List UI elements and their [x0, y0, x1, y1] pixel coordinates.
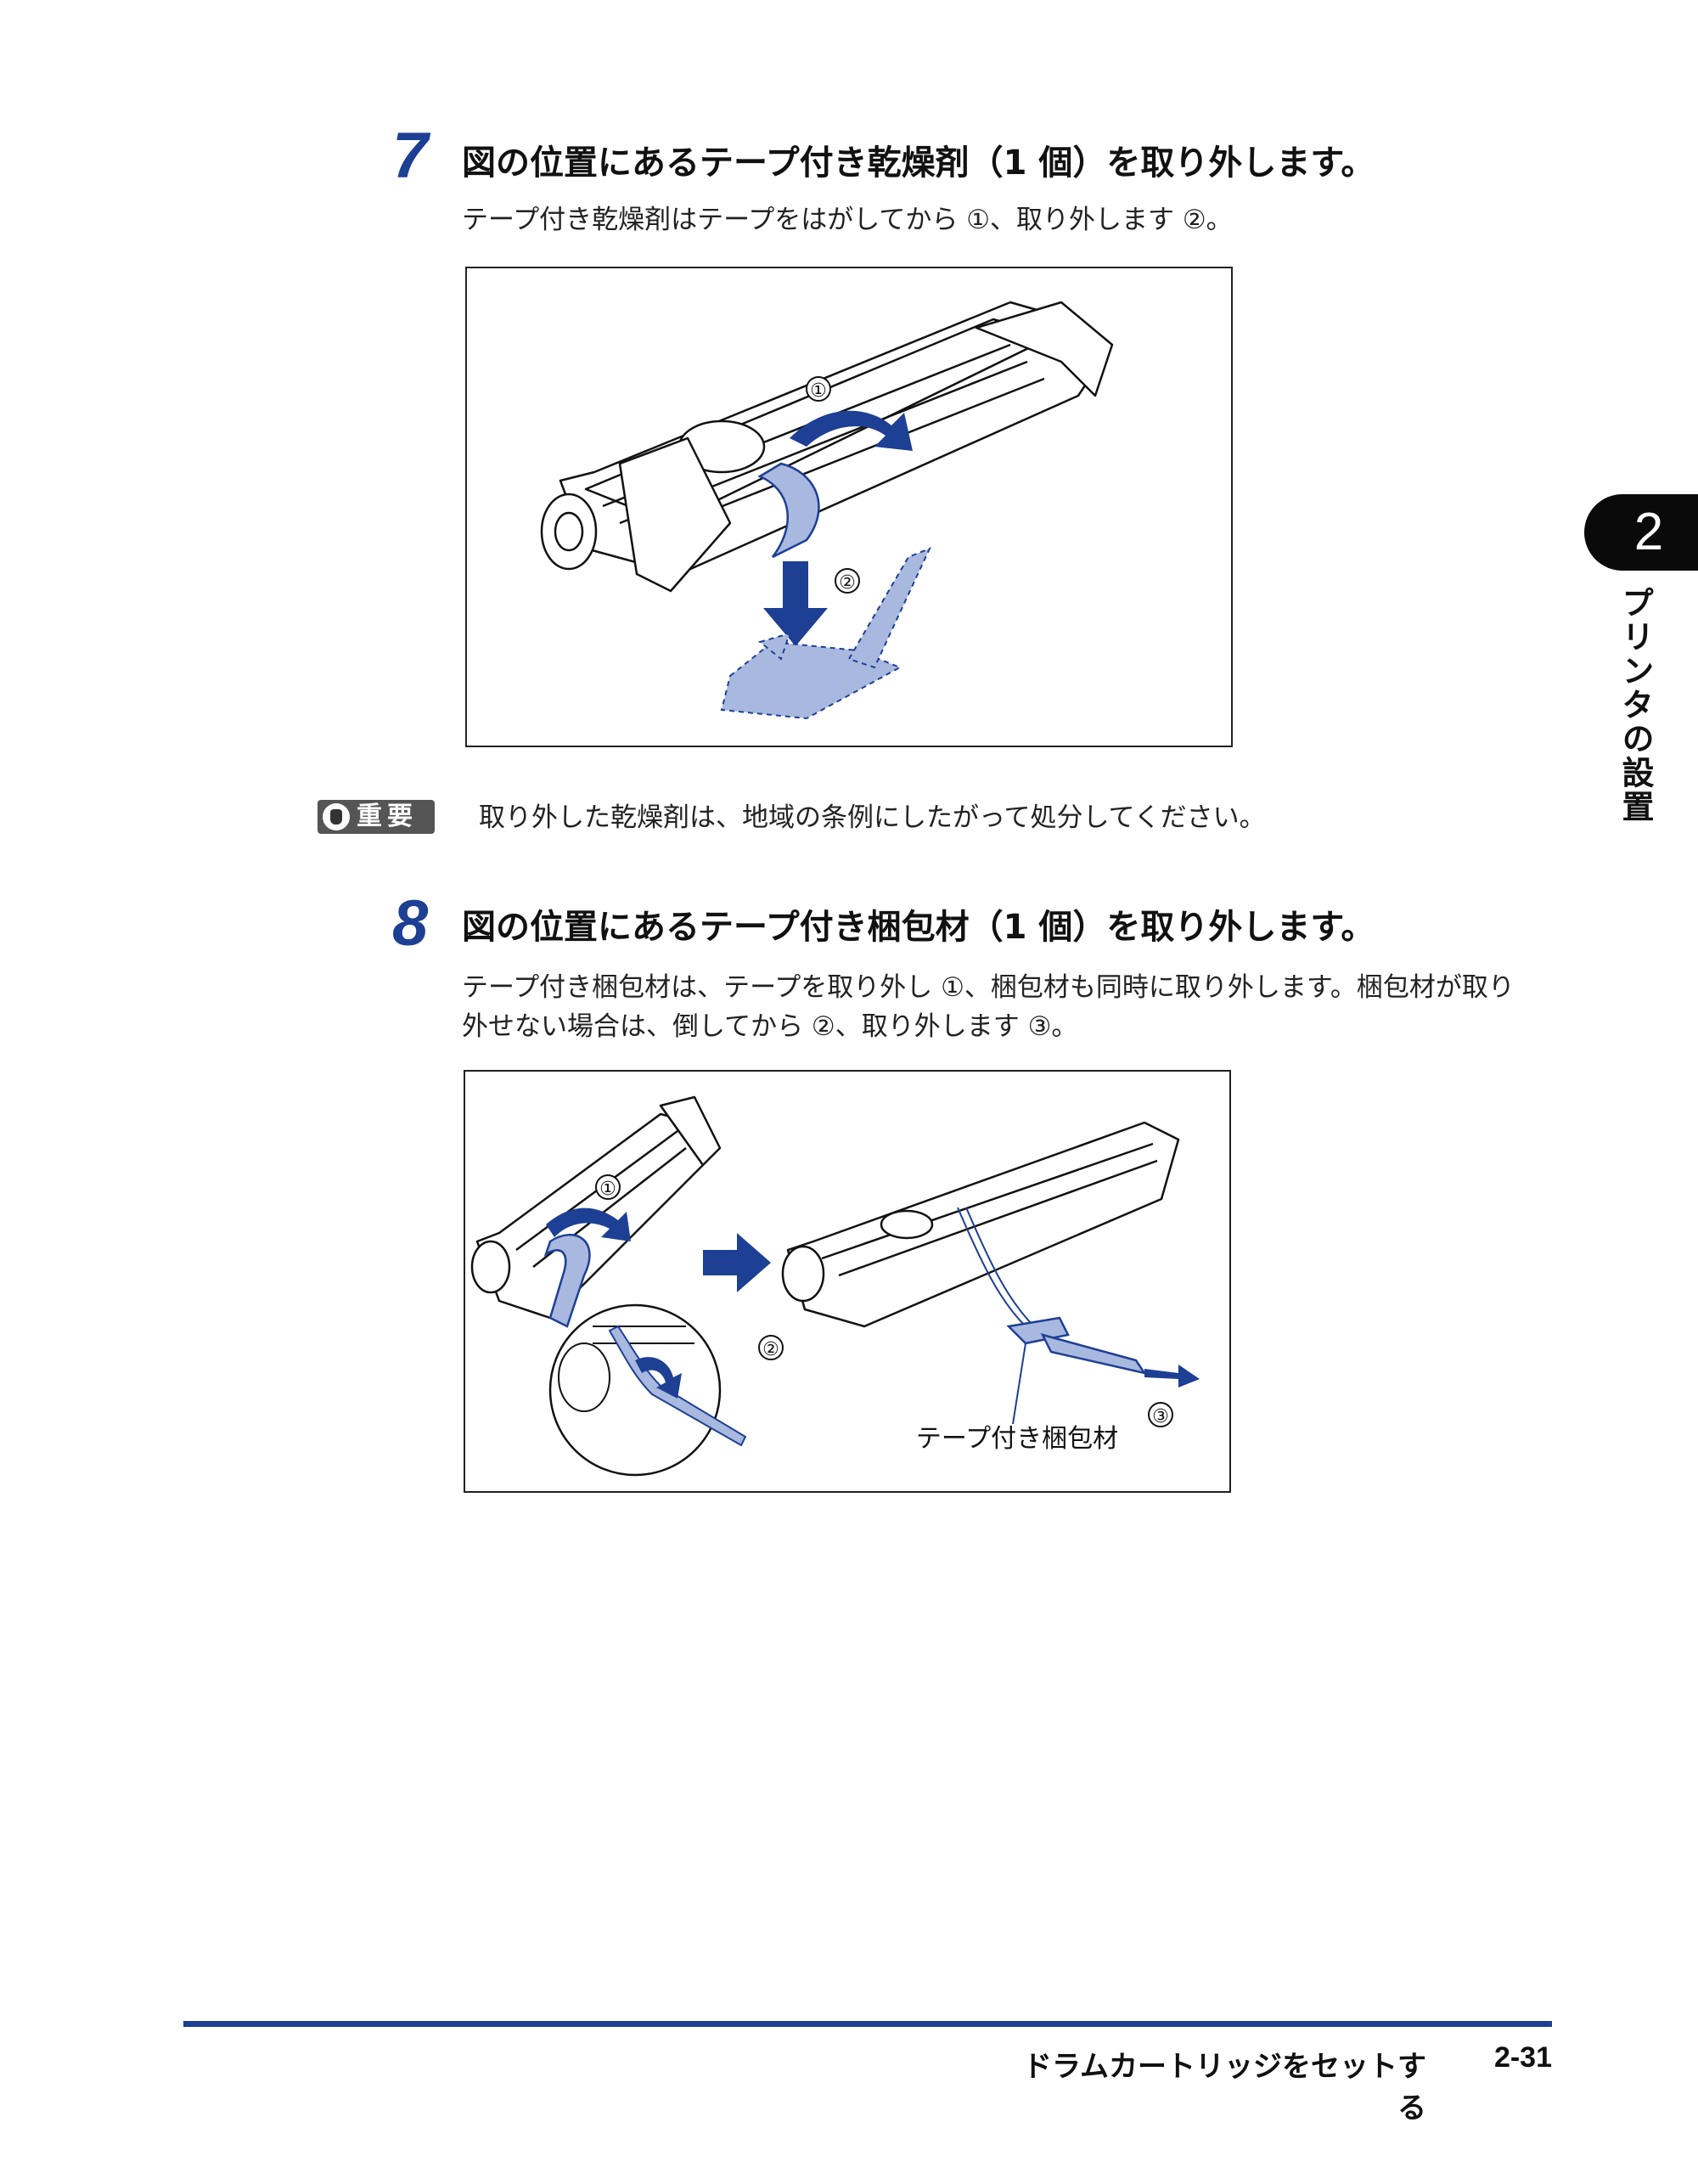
stop-hand-icon: [323, 803, 350, 830]
footer-section-title: ドラムカートリッジをセットする: [1023, 2050, 1426, 2125]
desiccant-removal-illustration: ① ②: [540, 301, 1114, 720]
step-8-callout-2: ②: [762, 1339, 779, 1360]
packing-removal-illustration: ① ② ③ テープ付き梱包材: [470, 1095, 1200, 1477]
step-7-callout-2: ②: [839, 572, 856, 594]
footer-rule: [183, 2021, 1552, 2027]
step-8-figure: ① ② ③ テープ付き梱包材: [464, 1070, 1231, 1493]
important-text: 取り外した乾燥剤は、地域の条例にしたがって処分してください。: [479, 802, 1266, 833]
step-7-number: 7: [392, 120, 429, 192]
chapter-tab: 2: [1584, 494, 1698, 571]
step-7-title: 図の位置にあるテープ付き乾燥剤（1 個）を取り外します。: [462, 144, 1375, 183]
chapter-title: プリンタの設置: [1616, 586, 1654, 824]
step-8-callout-3: ③: [1152, 1406, 1169, 1427]
page-number: 2-31: [1493, 2041, 1552, 2074]
chapter-number: 2: [1633, 503, 1664, 561]
step-7-description: テープ付き乾燥剤はテープをはがしてから ①、取り外します ②。: [462, 205, 1233, 235]
important-badge: 重要: [318, 800, 435, 834]
step-7-callout-1: ①: [810, 380, 827, 402]
step-8-description-line-2: 外せない場合は、倒してから ②、取り外します ③。: [462, 1011, 1078, 1042]
packing-material-label: テープ付き梱包材: [916, 1424, 1118, 1454]
step-8-callout-1: ①: [599, 1179, 616, 1200]
step-8-description-line-1: テープ付き梱包材は、テープを取り外し ①、梱包材も同時に取り外します。梱包材が取…: [462, 972, 1515, 1003]
important-label: 重要: [357, 802, 418, 831]
step-7-figure: ① ②: [465, 267, 1233, 747]
step-8-title: 図の位置にあるテープ付き梱包材（1 個）を取り外します。: [462, 908, 1375, 947]
step-8-number: 8: [392, 887, 429, 960]
